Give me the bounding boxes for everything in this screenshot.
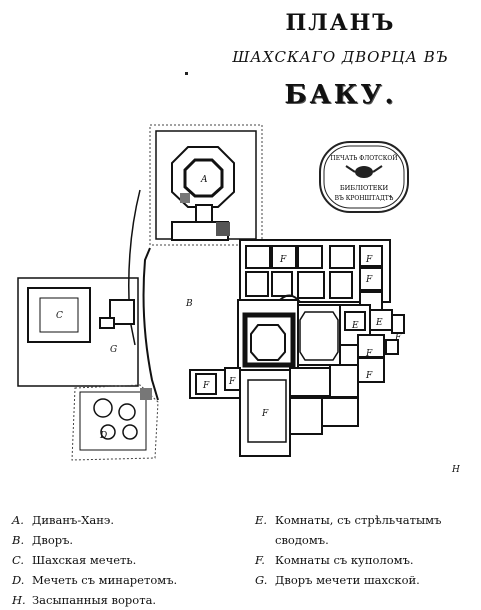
label-f-6: F: [394, 333, 402, 343]
label-c: C: [56, 311, 63, 321]
label-f-4: F: [365, 349, 373, 359]
legend-item: D.Мечеть съ минаретомъ.: [12, 573, 178, 587]
legend-item: C.Шахская мечеть.: [12, 553, 137, 567]
stamp-line-3: ВЪ КРОНШТАДТѢ: [335, 195, 394, 202]
label-f-5: F: [365, 371, 373, 381]
divan-khane-enclosure: [149, 124, 263, 246]
title-line-1: ПЛАНЪ: [285, 10, 396, 36]
shah-mosque: [17, 277, 139, 387]
library-stamp: ПЕЧАТЬ ФЛОТСКОЙ БИБЛІОТЕКИ ВЪ КРОНШТАДТѢ: [319, 141, 409, 213]
label-f-9: F: [261, 409, 269, 419]
legend-item: G.Дворъ мечети шахской.: [255, 573, 420, 587]
courtyard-boundary: [142, 247, 159, 401]
legend-item: A.Диванъ-Ханэ.: [12, 513, 115, 527]
label-a: A: [200, 175, 208, 185]
label-h: H: [451, 465, 460, 475]
label-f-3: F: [365, 275, 373, 285]
palace-rooms: [189, 239, 405, 457]
legend-item: B.Дворъ.: [12, 533, 74, 547]
label-f-8: F: [228, 377, 236, 387]
legend-item: E.Комнаты, съ стрѣльчатымъ: [255, 513, 442, 527]
label-f-7: F: [202, 381, 210, 391]
label-g: G: [110, 345, 117, 355]
mosque-with-minaret: [71, 384, 159, 461]
stamp-line-1: ПЕЧАТЬ ФЛОТСКОЙ: [330, 154, 397, 162]
ink-dot: [185, 72, 188, 75]
label-f-1: F: [279, 255, 287, 265]
legend-item: H.Засыпанныя ворота.: [12, 593, 157, 607]
legend-item: F.Комнаты съ куполомъ.: [255, 553, 414, 567]
legend-right: E.Комнаты, съ стрѣльчатымъ сводомъ. F.Ко…: [255, 510, 441, 590]
title-line-3: БАКУ.: [284, 80, 397, 110]
legend-left: A.Диванъ-Ханэ. B.Дворъ. C.Шахская мечеть…: [12, 510, 177, 610]
label-f-2: F: [365, 255, 373, 265]
label-d: D: [99, 431, 107, 441]
label-b: B: [185, 299, 193, 309]
palace-floor-plan: A B C D G H E E F F F F F F F F F: [17, 72, 460, 475]
label-e-2: E: [375, 318, 383, 328]
eagle-icon: [345, 165, 383, 178]
label-e-1: E: [351, 321, 359, 331]
stamp-line-2: БИБЛІОТЕКИ: [340, 184, 389, 192]
legend-item: сводомъ.: [275, 533, 329, 547]
title-line-2: ШАХСКАГО ДВОРЦА ВЪ: [232, 48, 449, 66]
